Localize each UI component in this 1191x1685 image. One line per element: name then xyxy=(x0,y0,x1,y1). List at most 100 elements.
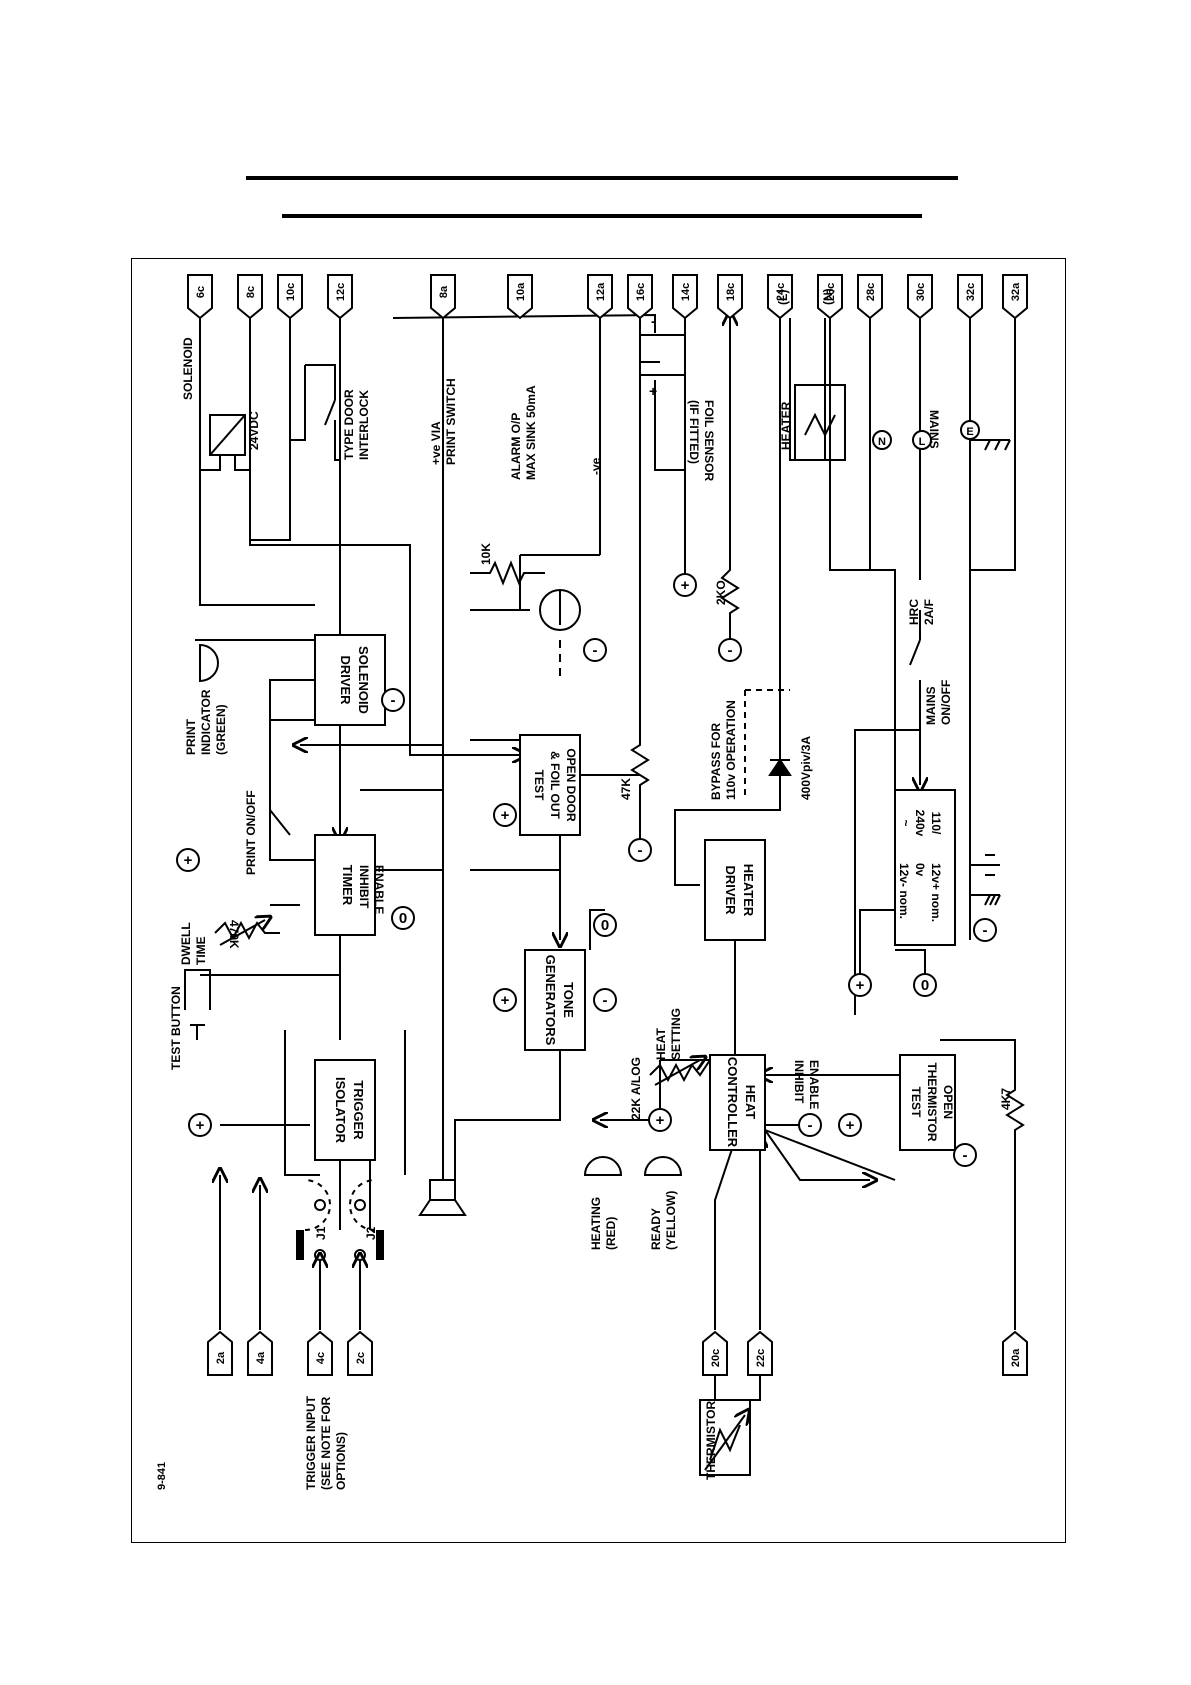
pin-30c: 30c xyxy=(907,274,933,320)
pin-22c: 22c xyxy=(747,1330,773,1376)
terminal-n: N xyxy=(878,436,886,448)
label-N: (N) xyxy=(821,288,835,305)
pin-24c: 24c xyxy=(767,274,793,320)
supply-minus-symbol: - xyxy=(381,688,405,712)
diagram-frame xyxy=(131,258,1066,1543)
label-print-indicator-2: INDICATOR xyxy=(199,689,213,755)
heat-controller-label-1: HEAT xyxy=(743,1085,758,1119)
pin-label: 24c xyxy=(775,283,787,301)
supply-plus-symbol: + xyxy=(673,573,697,597)
label-22k: 22K A/LOG xyxy=(629,1057,643,1120)
terminal-l: L xyxy=(919,436,926,448)
supply-plus-symbol: + xyxy=(176,848,200,872)
block-trigger-isolator xyxy=(314,1059,376,1161)
pin-label: 2c xyxy=(355,1352,367,1364)
supply-glyph: 0 xyxy=(921,977,929,994)
pin-16c: 16c xyxy=(627,274,653,320)
supply-plus-symbol: + xyxy=(648,1108,672,1132)
supply-plus-symbol: + xyxy=(188,1113,212,1137)
block-open-thermistor-test xyxy=(899,1054,956,1151)
label-type-door-2: INTERLOCK xyxy=(357,390,371,460)
label-diode-rating: 400Vpiv/3A xyxy=(799,736,813,800)
label-trigger-input-1: TRIGGER INPUT xyxy=(304,1395,318,1490)
pin-10a: 10a xyxy=(507,274,533,320)
label-print-switch-2: PRINT SWITCH xyxy=(444,378,458,465)
pin-32a: 32a xyxy=(1002,274,1028,320)
pin-label: 12a xyxy=(595,282,607,301)
tone-generators-label-1: TONE xyxy=(561,982,576,1018)
terminal-e: E xyxy=(966,426,973,438)
pin-8c: 8c xyxy=(237,274,263,320)
supply-plus-symbol: + xyxy=(493,803,517,827)
label-enable-inhibit-1: ENABLE xyxy=(372,865,386,914)
pin-label: 20c xyxy=(710,1349,722,1367)
pin-4c: 4c xyxy=(307,1330,333,1376)
label-ready-1: READY xyxy=(649,1208,663,1250)
label-heat-setting-2: SETTING xyxy=(669,1008,683,1060)
pin-18c: 18c xyxy=(717,274,743,320)
pin-20a: 20a xyxy=(1002,1330,1028,1376)
pin-8a: 8a xyxy=(430,274,456,320)
supply-glyph: - xyxy=(728,642,733,659)
pin-2c: 2c xyxy=(347,1330,373,1376)
label-heat-setting-1: HEAT xyxy=(654,1028,668,1060)
label-bypass-2: 110v OPERATION xyxy=(724,700,738,800)
supply-minus-symbol: - xyxy=(973,918,997,942)
supply-glyph: 0 xyxy=(399,910,407,927)
pin-6c: 6c xyxy=(187,274,213,320)
supply-zero-symbol: 0 xyxy=(913,973,937,997)
label-trigger-input-3: OPTIONS) xyxy=(334,1432,348,1490)
pin-4a: 4a xyxy=(247,1330,273,1376)
supply-glyph: - xyxy=(638,842,643,859)
label-print-onoff: PRINT ON/OFF xyxy=(244,790,258,875)
pin-label: 20a xyxy=(1010,1348,1022,1367)
supply-minus-symbol: - xyxy=(953,1143,977,1167)
pin-28c: 28c xyxy=(857,274,883,320)
label-24vdc: 24VDC xyxy=(247,411,261,450)
label-dwell-1: DWELL xyxy=(179,922,193,965)
timer-label: TIMER xyxy=(340,865,355,906)
pin-32c: 32c xyxy=(957,274,983,320)
psu-in-1: 110/ xyxy=(929,812,943,835)
supply-glyph: + xyxy=(196,1117,205,1134)
label-j2: J2 xyxy=(364,1226,378,1240)
pin-label: 26c xyxy=(825,283,837,301)
psu-out-1: 12v+ nom. xyxy=(929,863,943,922)
supply-zero-symbol: 0 xyxy=(593,913,617,937)
block-heater-driver xyxy=(704,839,766,941)
supply-glyph: + xyxy=(656,1112,665,1129)
pin-label: 14c xyxy=(680,283,692,301)
label-mains-onoff-2: ON/OFF xyxy=(939,680,953,725)
label-heater: HEATER xyxy=(779,401,793,450)
open-thermistor-label-2: THERMISTOR xyxy=(925,1062,939,1141)
psu-out-2: 0v xyxy=(913,863,927,877)
pin-20c: 20c xyxy=(702,1330,728,1376)
supply-glyph: + xyxy=(681,577,690,594)
supply-glyph: - xyxy=(963,1147,968,1164)
label-foil-sensor-1: FOIL SENSOR xyxy=(702,400,716,481)
open-thermistor-label-3: TEST xyxy=(909,1087,923,1118)
supply-plus-symbol: + xyxy=(848,973,872,997)
block-psu xyxy=(894,789,956,946)
label-alarm-1: ALARM O/P xyxy=(509,413,523,480)
label-type-door-1: TYPE DOOR xyxy=(342,389,356,460)
supply-symbols: ++-0+-+--+-0+-+--+0 xyxy=(176,573,997,1167)
label-47k: 47K xyxy=(619,778,633,800)
supply-glyph: + xyxy=(184,852,193,869)
supply-minus-symbol: - xyxy=(628,838,652,862)
block-solenoid-driver xyxy=(314,634,386,726)
title-rule-top xyxy=(246,176,958,180)
trigger-isolator-label-2: ISOLATOR xyxy=(333,1077,348,1144)
heater-driver-label-1: HEATER xyxy=(741,864,756,917)
label-2k0: 2KO xyxy=(714,580,728,605)
pin-label: 28c xyxy=(865,283,877,301)
label-10k: 10K xyxy=(479,543,493,565)
block-heat-controller xyxy=(709,1054,766,1151)
block-tone-generators xyxy=(524,949,586,1051)
heat-controller-label-2: CONTROLLER xyxy=(725,1057,740,1148)
pin-label: 18c xyxy=(725,283,737,301)
open-door-label-1: OPEN DOOR xyxy=(564,748,578,822)
supply-glyph: - xyxy=(808,1117,813,1134)
